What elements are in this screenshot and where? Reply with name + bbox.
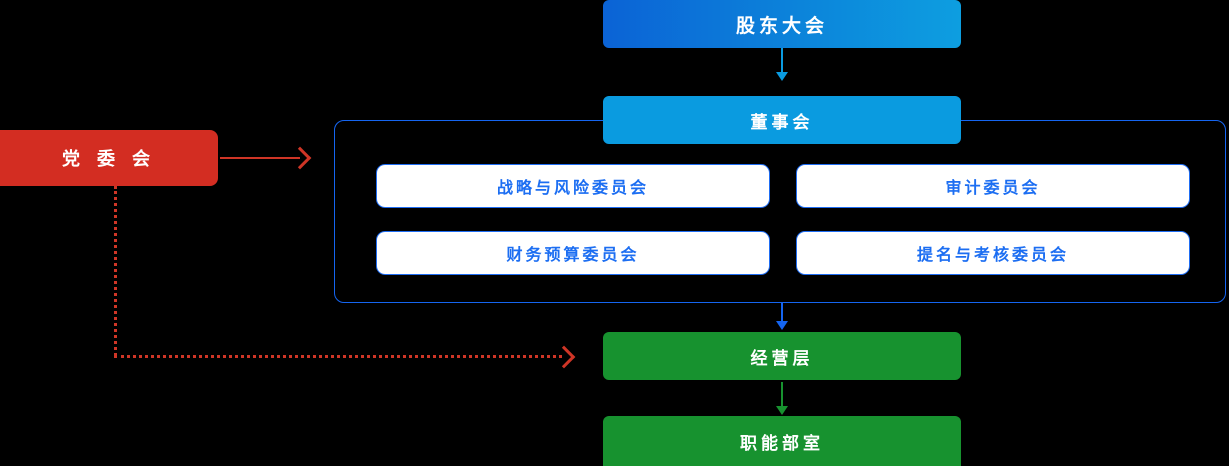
committee-strategy-and-risk[interactable]: 战略与风险委员会	[376, 164, 770, 208]
node-board-of-directors[interactable]: 董事会	[603, 96, 961, 144]
arrow-line	[220, 157, 300, 159]
board-committees-container	[334, 120, 1226, 303]
arrow-line	[781, 303, 783, 323]
arrow-head	[776, 72, 788, 81]
node-shareholders-meeting[interactable]: 股东大会	[603, 0, 961, 48]
arrow-head	[776, 321, 788, 330]
arrow-line	[781, 48, 783, 74]
arrow-head-party-to-management	[552, 345, 576, 369]
committee-finance-budget[interactable]: 财务预算委员会	[376, 231, 770, 275]
arrow-head	[288, 146, 312, 170]
arrow-line	[781, 382, 783, 408]
committee-nomination-and-assessment[interactable]: 提名与考核委员会	[796, 231, 1190, 275]
committee-audit[interactable]: 审计委员会	[796, 164, 1190, 208]
node-management-layer[interactable]: 经营层	[603, 332, 961, 380]
dotted-line-party-vertical	[114, 186, 117, 356]
arrow-head	[776, 406, 788, 415]
node-functional-departments[interactable]: 职能部室	[603, 416, 961, 466]
dotted-line-party-horizontal	[114, 355, 562, 358]
node-party-committee[interactable]: 党 委 会	[0, 130, 218, 186]
